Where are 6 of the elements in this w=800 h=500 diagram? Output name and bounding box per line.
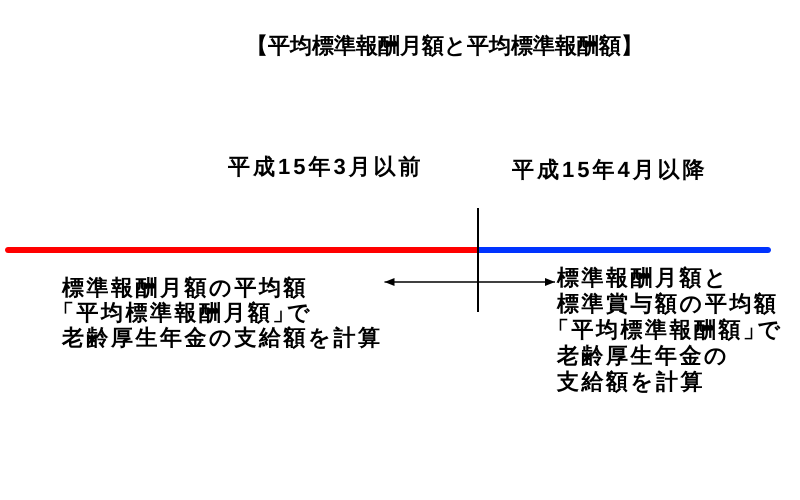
description-text: 標準報酬月額と標準賞与額の平均額「平均標準報酬額」で老齢厚生年金の支給額を計算 [557,265,784,395]
double-arrow [384,278,555,286]
period-label: 平成15年4月以降 [512,158,708,182]
period-label: 平成15年3月以前 [228,155,424,179]
diagram-title: 【平均標準報酬月額と平均標準報酬額】 [246,34,643,58]
description-text: 標準報酬月額の平均額「平均標準報酬月額」で老齢厚生年金の支給額を計算 [62,275,382,350]
